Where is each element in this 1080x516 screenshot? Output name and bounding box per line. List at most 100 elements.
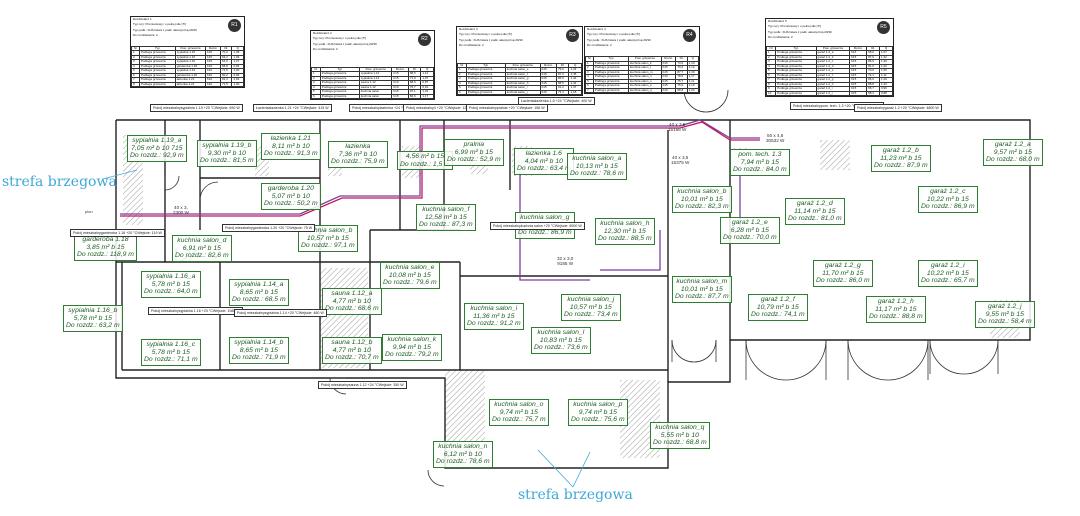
edge-zone-label-bottom: strefa brzegowa — [518, 487, 633, 503]
room-tag-line: garderoba 1.20 +20 °C — [252, 226, 290, 230]
table-cell: 58,4 — [866, 90, 881, 96]
room-label-line: 5,78 m² b 15 — [151, 348, 190, 356]
table-cell: Podłoga grzewcza — [775, 90, 817, 96]
pipe-dimension-label-line: 15156 W — [668, 127, 687, 132]
room-label-line: Do rozdz.: 87,7 m — [675, 293, 729, 301]
room-label-line: garaż 1.2_i — [931, 262, 965, 269]
manifold-table-title: Typ rury: Promieniowy i o pełnej sile [T… — [587, 32, 641, 37]
room-label-line: kuchnia salon_l — [537, 329, 585, 336]
room-tag-line: Wejście: 156 W — [519, 106, 545, 110]
pipe-dimension-label-line: 15375 W — [671, 160, 690, 165]
room-label-line: 10,79 m² b 15 — [756, 303, 799, 311]
table-cell: 0,88 — [879, 90, 893, 96]
room-tag-line: Pokój mieszkalny — [321, 383, 349, 387]
room-label-line: sypialnia 1.14_a — [234, 281, 284, 288]
room-label-line: kuchnia salon_i — [470, 305, 518, 312]
manifold-table-title: Rozdzielacz 3 — [459, 27, 478, 31]
room-label-line: Do rozdz.: 75,7 m — [492, 416, 546, 424]
table-cell: 1,20 — [231, 81, 244, 87]
room-label-line: kuchnia salon_d — [177, 237, 227, 244]
room-label-line: 12,58 m² b 15 — [424, 213, 467, 221]
doors — [164, 89, 999, 487]
room-label-line: Do rozdz.: 73,6 m — [534, 344, 588, 352]
room-label-line: 6,91 m² b 15 — [182, 244, 221, 252]
room-label-line: 9,74 m² b 15 — [499, 408, 538, 416]
room-label-line: kuchnia salon_g — [520, 214, 570, 221]
room-tag-line: Wejście: 1080 W — [212, 309, 240, 313]
room-label-line: garderoba 1.20 — [267, 185, 314, 192]
room-label-line: Do rozdz.: 82,3 m — [675, 203, 729, 211]
manifold-table-title: Typ podk.: FHS listwa z podk. akustyczną… — [313, 41, 377, 46]
room-label-line: 8,65 m² b 15 — [239, 288, 278, 296]
room-tag-line: Wejście: 119 W — [137, 231, 162, 235]
room-tag-line: Wejście: 8900 W — [554, 224, 582, 228]
table-cell: 1,17 — [420, 93, 434, 99]
room-label-line: garaż 1.2_j — [988, 303, 1022, 310]
room-label-line: 9,74 m² b 15 — [578, 408, 617, 416]
room-tag-line: Wejście: 400 W — [566, 99, 592, 103]
room-label-line: Do rozdz.: 78,6 m — [436, 458, 490, 466]
pipe-dimension-label-line: 50 x 4,6 — [767, 133, 784, 138]
table-cell: Podłoga grzewcza — [139, 81, 176, 87]
room-label-line: 10,22 m² b 15 — [926, 195, 969, 203]
room-label-line: 11,36 m² b 15 — [473, 312, 515, 320]
room-label-line: Do rozdz.: 81,0 m — [788, 215, 842, 223]
room-label-line: garderoba 1.18 — [82, 236, 129, 243]
room-label-line: Do rozdz.: 71,1 m — [144, 356, 198, 364]
room-label-line: kuchnia salon_f — [422, 206, 470, 213]
room-tag-line: garderoba 1.18 +20 °C — [100, 231, 138, 235]
table-cell: Podłoga grzewcza — [592, 87, 630, 93]
room-label-line: garaż 1.2_e — [731, 219, 768, 226]
room-label-line: 7,05 m² b 10 715 — [131, 144, 183, 152]
room-label-line: 6,28 m² b 15 — [730, 226, 769, 234]
room-label-line: sypialnia 1.16_c — [146, 341, 196, 348]
table-cell: 7 — [585, 87, 594, 93]
room-label-line: kuchnia salon_o — [494, 401, 544, 408]
room-label-line: kuchnia salon_m — [676, 278, 728, 285]
zone-pointers — [102, 169, 591, 488]
manifold-table-title: Typ rury: Promieniowy i o pełnej sile [T… — [313, 36, 367, 41]
room-tag: Pokój mieszkalnygaraż 1.2 +20 °CWejście:… — [854, 104, 942, 113]
room-label-line: sypialnia 1.14_b — [234, 339, 284, 346]
table-cell: b10 — [660, 87, 677, 93]
room-label-line: Do rozdz.: 88,8 m — [869, 313, 923, 321]
manifold-table-title: Do rozdzielacza: 2 — [133, 33, 158, 38]
room-tag-line: Pokój mieszkalny — [352, 106, 380, 110]
room-label-line: 11,17 m² b 15 — [875, 305, 917, 313]
room-tag-line: Pokój mieszkalny — [406, 106, 434, 110]
room-label-line: 6,99 m² b 15 — [454, 148, 493, 156]
manifold-table-title: Rozdzielacz 1 — [133, 17, 152, 21]
manifold-table-title: Typ podk.: FHS listwa z podk. akustyczną… — [133, 27, 197, 32]
room-tag-line: Pokój mieszkalny — [225, 226, 253, 230]
pipe-dimension-label-line: 2300 W — [173, 210, 189, 215]
manifold-table-title: Typ rury: Promieniowy i o pełnej sile [T… — [768, 24, 822, 29]
room-label-line: kuchnia salon_p — [573, 401, 623, 408]
manifold-badge-icon: R5 — [877, 21, 890, 34]
manifold-table-title: Typ rury: Promieniowy i o pełnej sile [T… — [133, 22, 187, 27]
manifold-table-title: Typ podk.: FHS listwa z podk. akustyczną… — [768, 29, 832, 34]
room-label-line: garaż 1.2_d — [796, 200, 833, 207]
room-label-line: Do rozdz.: 68,5 m — [232, 296, 286, 304]
room-tag-line: Pokój mieszkalny — [793, 104, 821, 108]
room-tag-line: Wejście: 120 W — [447, 106, 473, 110]
